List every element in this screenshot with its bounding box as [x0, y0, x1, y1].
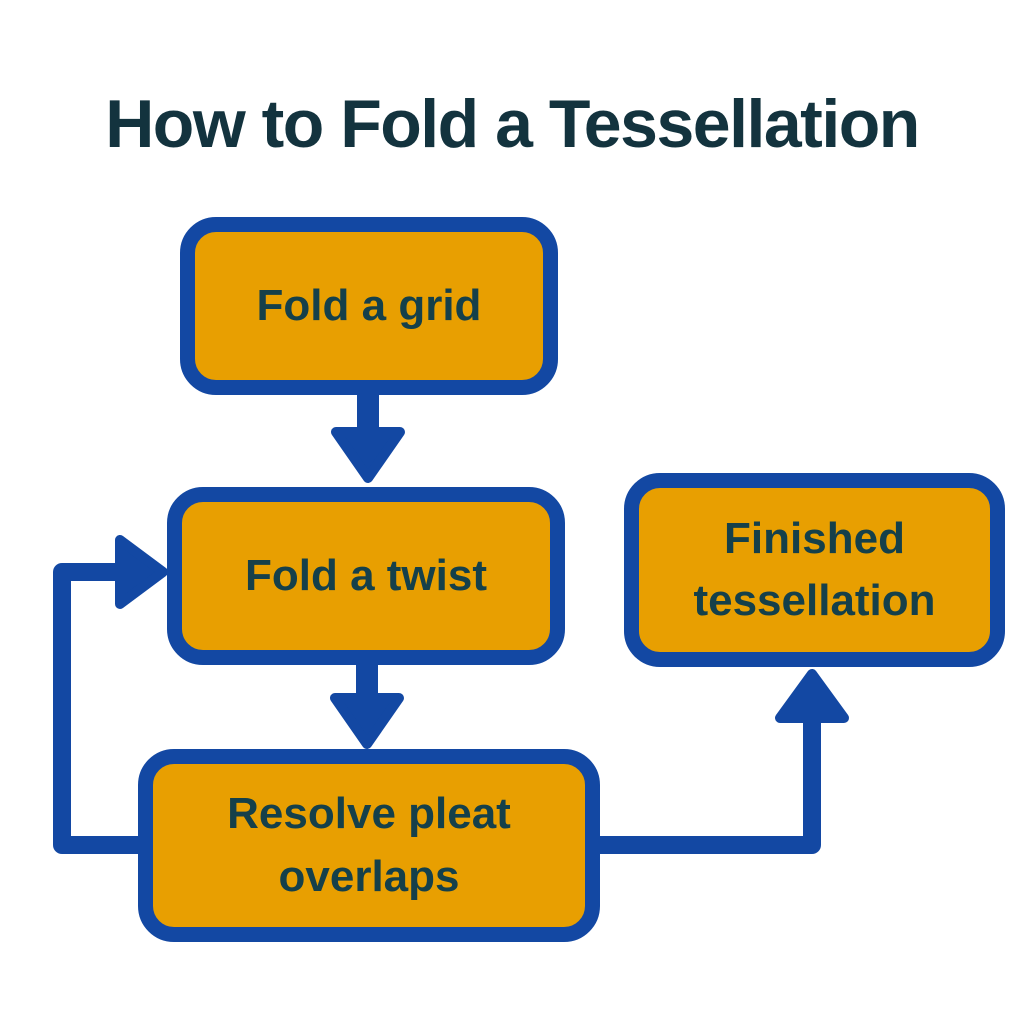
node-label: Fold a twist [245, 550, 487, 600]
node-finished-tessellation: Finished tessellation [624, 473, 1005, 667]
node-label: Fold a grid [256, 280, 482, 330]
diagram-title: How to Fold a Tessellation [105, 86, 920, 162]
arrow-feedback-loop [53, 535, 168, 854]
arrow-grid-to-twist [331, 390, 405, 483]
arrow-twist-to-resolve [330, 658, 404, 749]
node-label: Resolve pleat overlaps [227, 789, 511, 901]
node-label: Finished tessellation [693, 513, 936, 625]
node-fold-a-twist: Fold a twist [167, 487, 565, 665]
node-fold-a-grid: Fold a grid [180, 217, 558, 395]
node-resolve-pleat-overlaps: Resolve pleat overlaps [138, 749, 600, 942]
arrow-resolve-to-finished [596, 669, 849, 854]
